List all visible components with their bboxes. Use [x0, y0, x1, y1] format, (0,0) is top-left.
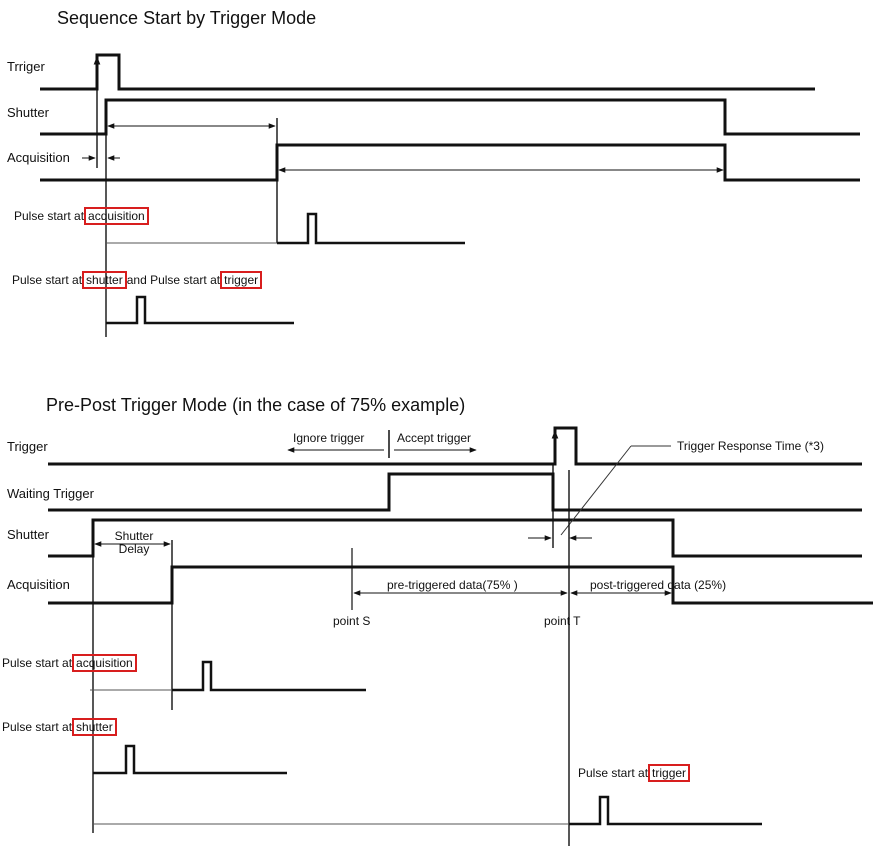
pulse-trigger-middle: and Pulse start at	[126, 273, 221, 287]
section1-title: Sequence Start by Trigger Mode	[57, 8, 317, 28]
pulse-shutter-prefix: Pulse start at	[12, 273, 83, 287]
section2-trigger-waveform	[48, 426, 862, 466]
shutter-delay-label: Shutter Delay	[114, 529, 154, 556]
section2-shutter-waveform	[48, 518, 862, 558]
pre-triggered-label: pre-triggered data(75% )	[387, 578, 518, 592]
trigger-label-2: Trigger	[7, 439, 48, 454]
accept-trigger-label: Accept trigger	[397, 431, 472, 445]
pulse-shutter-trigger-waveform	[106, 295, 294, 325]
acquisition-label-2: Acquisition	[7, 577, 70, 592]
trigger-response-time-label: Trigger Response Time (*3)	[677, 439, 824, 453]
trigger-label: Trriger	[7, 59, 45, 74]
section1-acquisition-waveform	[40, 143, 860, 182]
point-t-label: point T	[544, 614, 581, 628]
section1-trigger-waveform	[40, 53, 815, 91]
pulse-acq-prefix: Pulse start at	[14, 209, 85, 223]
acquisition-keyword-box: acquisition	[84, 207, 149, 225]
acquisition-label: Acquisition	[7, 150, 70, 165]
pulse-trigger-waveform	[569, 795, 762, 826]
pulse-acq-prefix-2: Pulse start at	[2, 656, 73, 670]
shutter-keyword-box-2: shutter	[72, 718, 117, 736]
section2-waiting-waveform	[48, 472, 862, 512]
ignore-trigger-label: Ignore trigger	[293, 431, 365, 445]
trigger-keyword-box: trigger	[220, 271, 263, 289]
shutter-label-2: Shutter	[7, 527, 49, 542]
acquisition-keyword-box-2: acquisition	[72, 654, 137, 672]
pulse-acq-waveform	[277, 212, 465, 245]
section2-acquisition-waveform	[48, 565, 873, 605]
response-time-leader	[560, 445, 632, 536]
point-s-label: point S	[333, 614, 371, 628]
shutter-label: Shutter	[7, 105, 49, 120]
post-triggered-label: post-triggered data (25%)	[590, 578, 727, 592]
trigger-keyword-box-2: trigger	[648, 764, 691, 782]
section2-title: Pre-Post Trigger Mode (in the case of 75…	[46, 395, 466, 415]
pulse-shutter-waveform-2	[93, 744, 287, 775]
pulse-shutter-prefix-2: Pulse start at	[2, 720, 73, 734]
waiting-trigger-label: Waiting Trigger	[7, 486, 94, 501]
section1-shutter-waveform	[40, 98, 860, 136]
pulse-trigger-prefix-2: Pulse start at	[578, 766, 649, 780]
shutter-keyword-box: shutter	[82, 271, 127, 289]
pulse-acq-waveform-2	[172, 660, 366, 692]
